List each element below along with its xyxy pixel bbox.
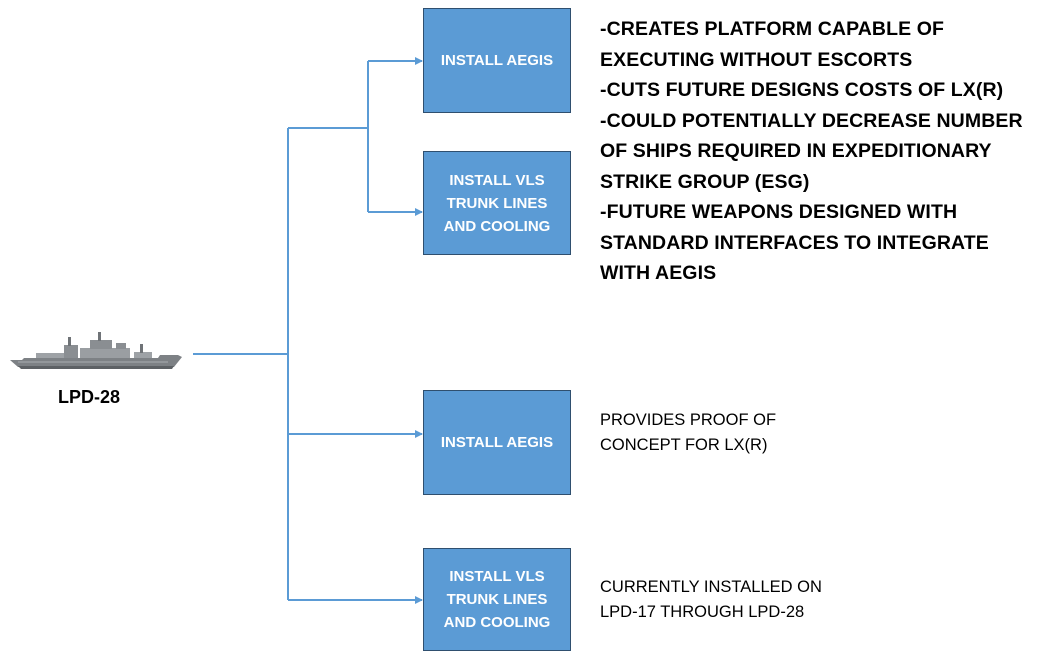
option-box-install-aegis-1: INSTALL AEGIS [423, 8, 571, 113]
option-box-install-vls-1: INSTALL VLS TRUNK LINES AND COOLING [423, 151, 571, 255]
ship-icon [10, 332, 182, 369]
option-box-install-aegis-2: INSTALL AEGIS [423, 390, 571, 495]
combined-description: -CREATES PLATFORM CAPABLE OF EXECUTING W… [600, 18, 1023, 284]
option-box-install-vls-2: INSTALL VLS TRUNK LINES AND COOLING [423, 548, 571, 651]
option-description-aegis-2: PROVIDES PROOF OF CONCEPT FOR LX(R) [600, 411, 777, 454]
option-description-vls-2: CURRENTLY INSTALLED ON LPD-17 THROUGH LP… [600, 578, 822, 621]
ship-label: LPD-28 [58, 387, 121, 407]
